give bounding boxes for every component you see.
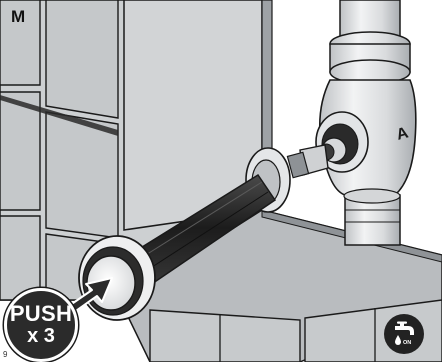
water-on-label: ON xyxy=(403,340,411,346)
faucet-icon xyxy=(384,314,424,354)
push-badge: PUSH x 3 xyxy=(4,288,78,362)
water-on-badge: ON xyxy=(384,314,424,354)
push-label: PUSH xyxy=(10,303,72,325)
push-count: x 3 xyxy=(27,325,55,347)
step-letter: M xyxy=(11,7,25,27)
page-number: 9 xyxy=(3,350,7,360)
flush-button-plate xyxy=(79,236,155,320)
